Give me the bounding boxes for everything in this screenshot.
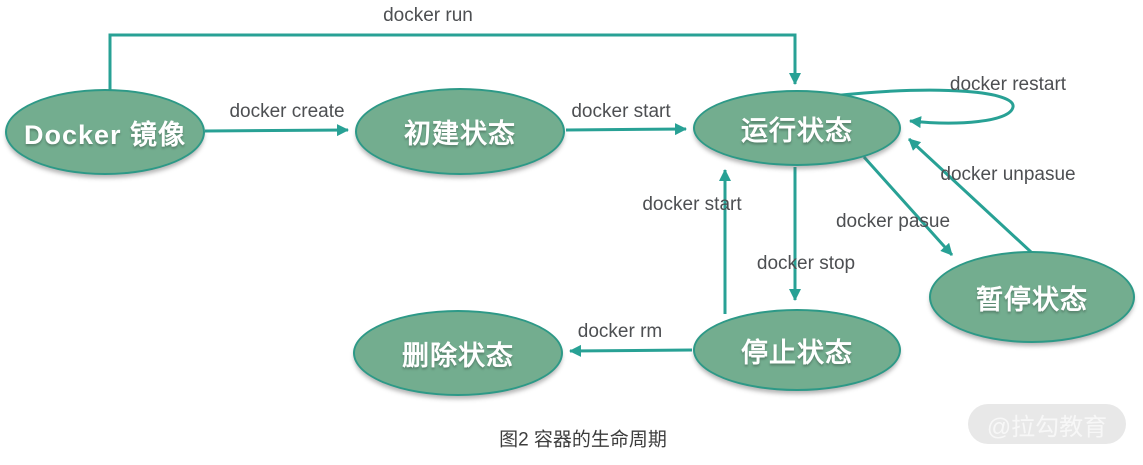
edge-label-docker-restart: docker restart	[949, 74, 1067, 95]
node-created-state-label: 初建状态	[404, 119, 516, 149]
node-stopped-state-label: 停止状态	[741, 337, 853, 368]
edge-label-docker-create: docker create	[229, 101, 345, 122]
edge-docker-pause-arrow	[862, 155, 954, 257]
node-paused-state-label: 暂停状态	[976, 284, 1088, 315]
watermark-badge: @拉勾教育	[968, 404, 1126, 444]
node-paused-state: 暂停状态	[929, 251, 1135, 343]
edge-label-docker-stop: docker stop	[756, 253, 856, 274]
node-created-state: 初建状态	[355, 88, 565, 175]
watermark-text: @拉勾教育	[986, 413, 1108, 441]
edge-docker-run-arrow	[108, 33, 801, 91]
edge-label-docker-rm: docker rm	[577, 321, 663, 342]
node-deleted-state: 删除状态	[353, 310, 563, 396]
node-stopped-state: 停止状态	[693, 309, 901, 391]
node-deleted-state-label: 删除状态	[402, 340, 514, 371]
edge-label-docker-run: docker run	[383, 5, 473, 26]
edge-docker-start-created-arrow	[565, 123, 687, 136]
edge-docker-create-arrow	[204, 124, 349, 137]
edge-docker-unpause-arrow	[907, 137, 1033, 254]
node-docker-image: Docker 镜像	[5, 89, 205, 175]
node-docker-image-label: Docker 镜像	[23, 119, 187, 150]
edge-docker-restart-loop-arrow	[831, 88, 1015, 129]
edge-label-docker-start-stopped: docker start	[642, 194, 742, 215]
edge-label-docker-start-created: docker start	[571, 101, 671, 122]
edge-label-docker-unpause: docker unpasue	[940, 164, 1076, 185]
node-running-state-label: 运行状态	[741, 115, 853, 146]
edge-label-docker-pause: docker pasue	[835, 211, 951, 232]
figure-caption: 图2 容器的生命周期	[499, 429, 667, 451]
node-running-state: 运行状态	[693, 90, 901, 166]
edge-docker-rm-arrow	[569, 344, 693, 357]
